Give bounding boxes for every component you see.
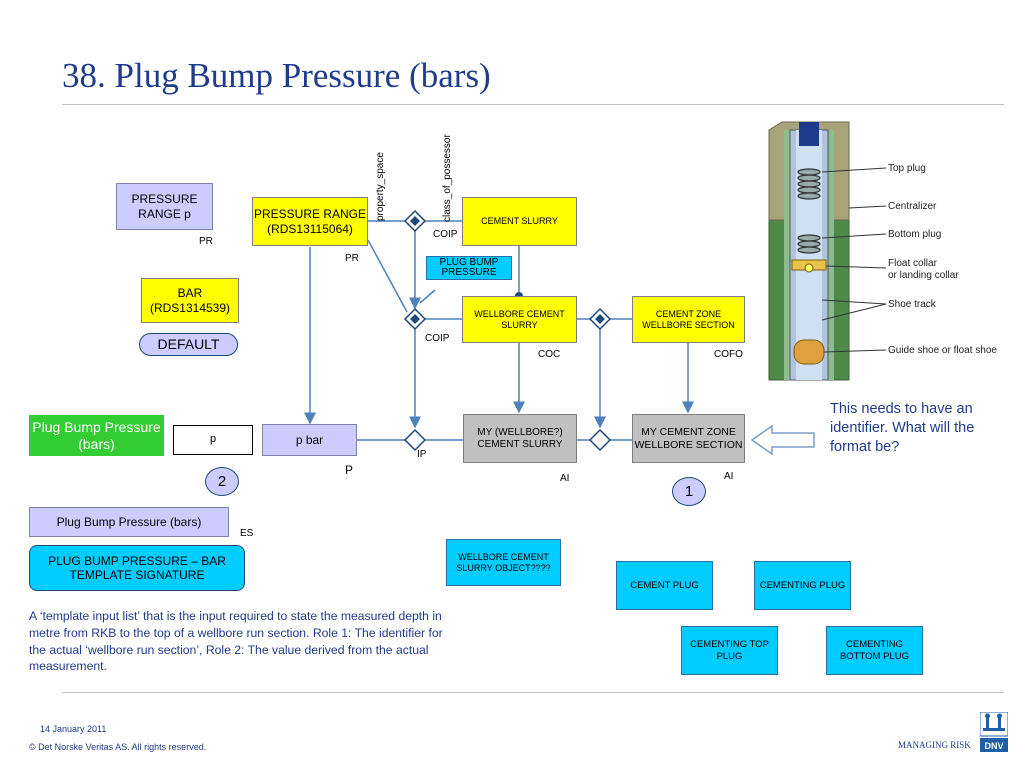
well-illustration: Top plug Centralizer Bottom plug Float c… (768, 121, 997, 381)
my-wellbore-cement-slurry-box: MY (WELLBORE?) CEMENT SLURRY (463, 414, 577, 463)
p-value-box: p (173, 425, 253, 455)
coc-label: COC (538, 349, 561, 360)
relation-diamonds (403, 209, 612, 452)
pr-label-2: PR (345, 253, 359, 264)
relation-diamond (588, 307, 612, 331)
default-badge: DEFAULT (139, 333, 238, 356)
plug-bump-pressure-tag: PLUG BUMP PRESSURE (426, 256, 512, 280)
ai-label-2: AI (724, 471, 734, 482)
centralizer-label: Centralizer (888, 201, 937, 212)
top-plug-label: Top plug (888, 163, 926, 174)
identifier-note: This needs to have an identifier. What w… (830, 401, 975, 455)
pressure-range-p-box: PRESSURE RANGE p (116, 183, 213, 230)
connector-line (419, 289, 436, 304)
page-title: 38. Plug Bump Pressure (bars) (62, 56, 491, 95)
wellbore-cement-slurry-box: WELLBORE CEMENT SLURRY (462, 296, 577, 343)
my-cement-zone-wellbore-section-box: MY CEMENT ZONE WELLBORE SECTION (632, 414, 745, 463)
shoe-track-label: Shoe track (888, 299, 937, 310)
role-1-circle: 1 (672, 477, 706, 506)
p-bar-box: p bar (262, 424, 357, 456)
hollow-arrow-icon (750, 424, 815, 456)
description-text: A ‘template input list’ that is the inpu… (29, 609, 443, 674)
footer-copyright: © Det Norske Veritas AS. All rights rese… (29, 742, 207, 752)
plug-bump-pressure-bars-box: Plug Bump Pressure (bars) (29, 415, 164, 456)
connector-line (367, 239, 408, 313)
cementing-plug-box: CEMENTING PLUG (754, 561, 851, 610)
template-signature-box: PLUG BUMP PRESSURE – BAR TEMPLATE SIGNAT… (29, 545, 245, 591)
wellbore-cement-slurry-object-box: WELLBORE CEMENT SLURRY OBJECT???? (446, 539, 561, 586)
relation-diamond (588, 428, 612, 452)
pressure-range-rds-box: PRESSURE RANGE (RDS13115064) (252, 197, 368, 246)
bottom-plug-label: Bottom plug (888, 229, 941, 240)
cement-slurry-box: CEMENT SLURRY (462, 197, 577, 246)
footer-divider (62, 692, 1004, 693)
coip-label-2: COIP (425, 333, 450, 344)
footer-date: 14 January 2011 (40, 724, 107, 734)
cofo-label: COFO (714, 349, 743, 360)
cement-zone-wellbore-section-box: CEMENT ZONE WELLBORE SECTION (632, 296, 745, 343)
cementing-bottom-plug-box: CEMENTING BOTTOM PLUG (826, 626, 923, 675)
ai-label: AI (560, 473, 570, 484)
guide-shoe-label: Guide shoe or float shoe (888, 345, 997, 356)
bar-box: BAR (RDS1314539) (141, 278, 239, 323)
float-collar-label: Float collar (888, 258, 938, 269)
class-of-possessor-label: class_of_possessor (442, 134, 453, 222)
relation-diamond (403, 428, 427, 452)
landing-collar-label: or landing collar (888, 270, 959, 281)
property-space-label: property_space (375, 152, 386, 221)
managing-risk-text: MANAGING RISK (898, 740, 971, 750)
relation-diamond (403, 209, 427, 233)
dnv-logo: DNV (979, 711, 1009, 752)
title-divider (62, 104, 1004, 105)
ip-label: IP (417, 449, 427, 460)
coip-label: COIP (433, 229, 458, 240)
role-2-circle: 2 (205, 467, 239, 496)
pr-label: PR (199, 236, 213, 247)
cementing-top-plug-box: CEMENTING TOP PLUG (681, 626, 778, 675)
es-label: ES (240, 528, 254, 539)
cement-plug-box: CEMENT PLUG (616, 561, 713, 610)
p-label: P (345, 463, 354, 477)
plug-bump-pressure-bars-label-box: Plug Bump Pressure (bars) (29, 507, 229, 537)
relation-diamond (403, 307, 427, 331)
dnv-logo-text: DNV (984, 741, 1003, 751)
